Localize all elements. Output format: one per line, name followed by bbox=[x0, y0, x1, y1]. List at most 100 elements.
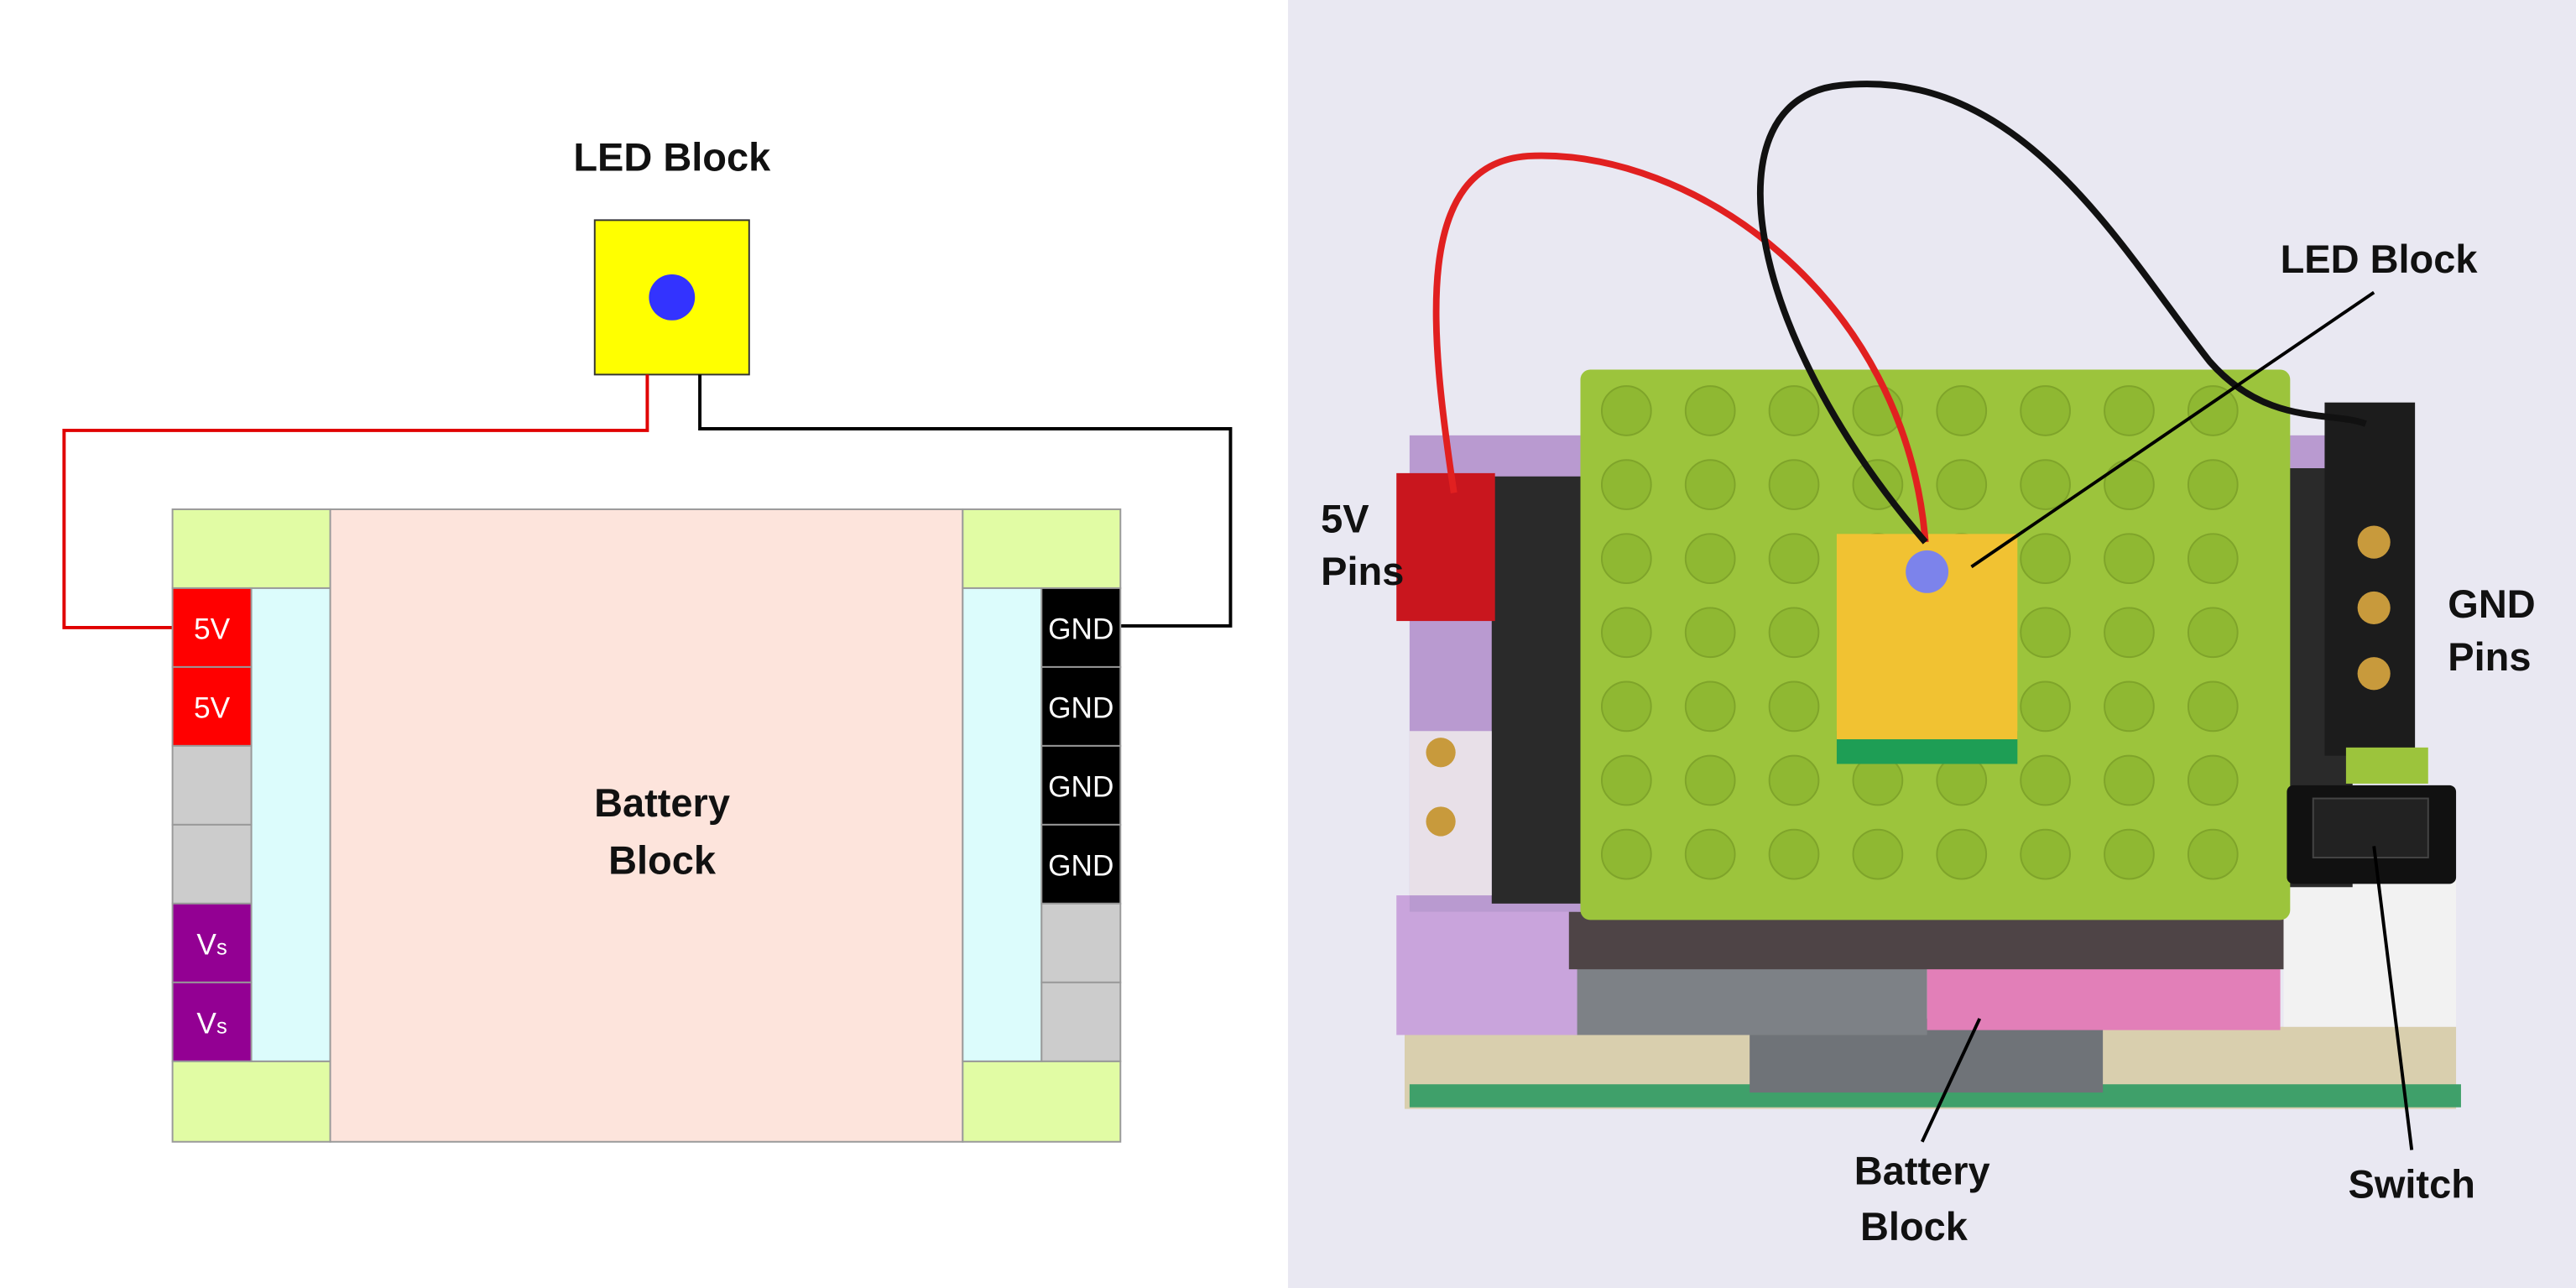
stud bbox=[2187, 607, 2239, 659]
gnd-pin-icon bbox=[2357, 525, 2391, 559]
photo-5v-label-1: 5V bbox=[1321, 496, 1369, 540]
stud bbox=[2187, 533, 2239, 585]
stud bbox=[1768, 828, 1820, 880]
led-block-title: LED Block bbox=[573, 135, 771, 180]
switch-leader bbox=[2372, 846, 2414, 1150]
stud bbox=[1852, 828, 1904, 880]
pink-brick bbox=[1927, 961, 2281, 1030]
green-stud-tile bbox=[2345, 747, 2428, 784]
gnd-pin-icon bbox=[2357, 591, 2391, 625]
red-5v-pin-brick bbox=[1396, 472, 1495, 622]
stud bbox=[2104, 385, 2155, 436]
battery-dark-layer bbox=[1568, 911, 2284, 970]
stud bbox=[2020, 385, 2071, 436]
stud bbox=[1600, 459, 1652, 510]
ground-wire bbox=[698, 374, 1233, 628]
stud bbox=[1768, 459, 1820, 510]
corner-bottom-left bbox=[171, 1060, 331, 1143]
stud bbox=[2104, 459, 2155, 510]
stud bbox=[1768, 681, 1820, 733]
switch-rocker bbox=[2312, 797, 2429, 859]
stud bbox=[2104, 828, 2155, 880]
stud bbox=[1600, 533, 1652, 585]
led-glow-icon bbox=[1906, 550, 1949, 593]
pin-label: GND bbox=[1048, 771, 1113, 804]
corner-top-right bbox=[962, 508, 1122, 589]
stud bbox=[1600, 754, 1652, 806]
stud bbox=[2020, 681, 2071, 733]
stud bbox=[1768, 607, 1820, 659]
black-wire bbox=[1757, 81, 2367, 545]
pin-cell bbox=[171, 744, 253, 826]
corner-bottom-right bbox=[962, 1060, 1122, 1143]
photo: LED Block 5V Pins GND Pins Battery Block… bbox=[1288, 0, 2576, 1288]
stud bbox=[2187, 828, 2239, 880]
right-pin-header: GND GND GND GND bbox=[1040, 587, 1122, 1062]
stud bbox=[2104, 607, 2155, 659]
led-leader bbox=[1970, 290, 2375, 569]
stud bbox=[2187, 681, 2239, 733]
pin-cell bbox=[1040, 665, 1122, 747]
lavender-brick bbox=[1396, 895, 1577, 1035]
battery-leader bbox=[1920, 1018, 1982, 1143]
gnd-pin-icon bbox=[2357, 657, 2391, 691]
pin-cell bbox=[171, 587, 253, 668]
stud bbox=[1684, 681, 1736, 733]
stud bbox=[2020, 533, 2071, 585]
photo-gnd-label-2: Pins bbox=[2448, 634, 2531, 679]
stud bbox=[1684, 459, 1736, 510]
stud bbox=[2020, 607, 2071, 659]
stud bbox=[2020, 754, 2071, 806]
pin-socket-icon bbox=[1426, 806, 1456, 837]
stud bbox=[1768, 385, 1820, 436]
stud bbox=[1768, 533, 1820, 585]
pin-label-subscript: s bbox=[216, 1015, 227, 1039]
corner-top-left bbox=[171, 508, 331, 589]
stud bbox=[1684, 828, 1736, 880]
battery-body bbox=[329, 508, 964, 1143]
led-icon bbox=[649, 274, 696, 321]
stud bbox=[2187, 754, 2239, 806]
pin-cell bbox=[171, 823, 253, 905]
pin-socket-icon bbox=[1426, 738, 1456, 768]
pin-label: GND bbox=[1048, 850, 1113, 883]
stud bbox=[2187, 459, 2239, 510]
pin-label-subscript: s bbox=[216, 936, 227, 960]
pin-cell bbox=[1040, 823, 1122, 905]
stud bbox=[1684, 385, 1736, 436]
stud bbox=[1684, 607, 1736, 659]
pin-cell bbox=[1040, 981, 1122, 1062]
photo-5v-label-2: Pins bbox=[1321, 549, 1404, 593]
stud bbox=[1600, 681, 1652, 733]
stud bbox=[2187, 385, 2239, 436]
pin-cell bbox=[171, 665, 253, 747]
stud bbox=[2104, 681, 2155, 733]
stud bbox=[1684, 533, 1736, 585]
stud bbox=[1684, 754, 1736, 806]
channel-right bbox=[962, 587, 1043, 1062]
stud bbox=[2020, 828, 2071, 880]
photo-battery-label-2: Block bbox=[1860, 1204, 1969, 1249]
stud bbox=[1936, 385, 1988, 436]
stud bbox=[2104, 754, 2155, 806]
white-brick bbox=[2283, 870, 2457, 1027]
battery-label-line1: Battery bbox=[594, 780, 730, 825]
pin-label: 5V bbox=[194, 613, 231, 646]
pin-label: GND bbox=[1048, 692, 1113, 725]
pin-cell bbox=[1040, 587, 1122, 668]
stud bbox=[1936, 459, 1988, 510]
pin-label: GND bbox=[1048, 613, 1113, 646]
pin-cell bbox=[1040, 902, 1122, 983]
battery-label-line2: Block bbox=[608, 838, 717, 883]
photo-gnd-label-1: GND bbox=[2448, 581, 2535, 626]
photo-switch-label: Switch bbox=[2349, 1161, 2475, 1206]
pin-cell bbox=[171, 981, 253, 1062]
pin-cell bbox=[171, 902, 253, 983]
red-wire bbox=[1432, 152, 1929, 543]
stud bbox=[1936, 828, 1988, 880]
stud bbox=[2020, 459, 2071, 510]
